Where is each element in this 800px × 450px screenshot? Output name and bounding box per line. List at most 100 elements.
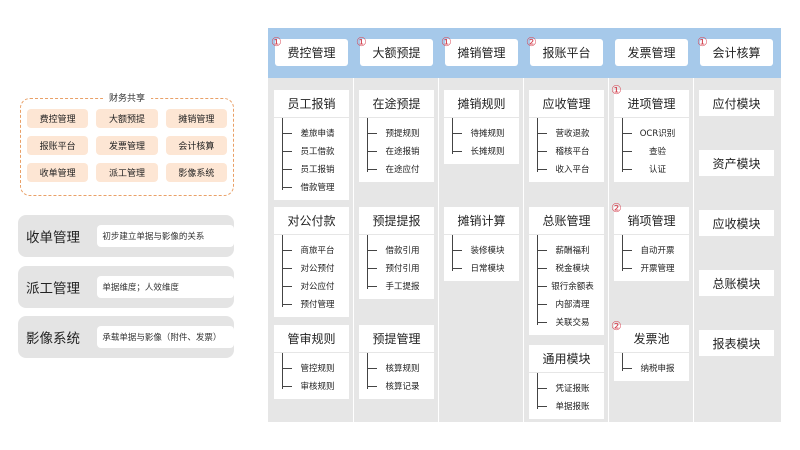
- list-item: 商旅平台: [274, 241, 349, 259]
- card-title: 预提管理: [359, 325, 434, 353]
- card-title: 总账管理: [529, 207, 604, 235]
- column-divider: [693, 78, 694, 422]
- panel-image-system: 影像系统 承载单据与影像（附件、发票）: [18, 316, 234, 358]
- card-title: 发票池: [614, 325, 689, 353]
- shared-finance-grid: 费控管理 大额预提 摊销管理 报账平台 发票管理 会计核算 收单管理 派工管理 …: [27, 109, 227, 182]
- chip-fee-control: 费控管理: [27, 109, 89, 128]
- card-title: 在途预提: [359, 90, 434, 118]
- list-item: 关联交易: [529, 313, 604, 331]
- list-item: 查验: [614, 142, 689, 160]
- chip-receipt-management: 收单管理: [27, 163, 89, 182]
- module-payables: 应付模块: [699, 90, 774, 116]
- card-title: 销项管理: [614, 207, 689, 235]
- list-item: 员工借款: [274, 142, 349, 160]
- column-divider: [523, 78, 524, 422]
- list-item: 审核规则: [274, 377, 349, 395]
- panel-description: 初步建立单据与影像的关系: [97, 225, 234, 247]
- module-general-ledger: 总账模块: [699, 270, 774, 296]
- shared-finance-title: 财务共享: [102, 91, 152, 104]
- panel-title: 派工管理: [26, 281, 80, 297]
- list-item: 核算规则: [359, 359, 434, 377]
- panel-description: 单据维度；人效维度: [97, 276, 234, 298]
- list-item: 自动开票: [614, 241, 689, 259]
- header-amortization: 摊销管理: [445, 39, 518, 66]
- card-title: 预提提报: [359, 207, 434, 235]
- panel-receipt-management: 收单管理 初步建立单据与影像的关系: [18, 215, 234, 257]
- list-item: 凭证报账: [529, 379, 604, 397]
- list-item: 银行余额表: [529, 277, 604, 295]
- card-title: 摊销计算: [444, 207, 519, 235]
- list-item: 在途报销: [359, 142, 434, 160]
- list-item: 预付管理: [274, 295, 349, 313]
- chip-amortization: 摊销管理: [165, 109, 227, 128]
- module-header-band: [268, 28, 781, 78]
- list-item: 员工报销: [274, 160, 349, 178]
- chip-reimbursement-platform: 报账平台: [27, 136, 89, 155]
- shared-finance-box: 财务共享 费控管理 大额预提 摊销管理 报账平台 发票管理 会计核算 收单管理 …: [20, 91, 234, 196]
- list-item: 手工提报: [359, 277, 434, 295]
- list-item: OCR识别: [614, 124, 689, 142]
- chip-dispatch-management: 派工管理: [96, 163, 158, 182]
- module-assets: 资产模块: [699, 150, 774, 176]
- chip-large-accrual: 大额预提: [96, 109, 158, 128]
- list-item: 税金模块: [529, 259, 604, 277]
- priority-badge: ①: [611, 83, 622, 97]
- priority-badge: ②: [611, 201, 622, 215]
- card-title: 对公付款: [274, 207, 349, 235]
- chip-accounting: 会计核算: [165, 136, 227, 155]
- list-item: 薪酬福利: [529, 241, 604, 259]
- card-title: 通用模块: [529, 345, 604, 373]
- card-in-transit-accrual: 在途预提 预提规则 在途报销 在途应付: [359, 90, 434, 182]
- list-item: 日常模块: [444, 259, 519, 277]
- card-general-ledger: 总账管理 薪酬福利 税金模块 银行余额表 内部清理 关联交易: [529, 207, 604, 335]
- list-item: 借款管理: [274, 178, 349, 196]
- module-receivables: 应收模块: [699, 210, 774, 236]
- priority-badge: ①: [441, 35, 452, 49]
- list-item: 借款引用: [359, 241, 434, 259]
- header-invoice-management: 发票管理: [615, 39, 688, 66]
- header-accounting: 会计核算: [700, 39, 773, 66]
- header-fee-control: 费控管理: [275, 39, 348, 66]
- chip-image-system: 影像系统: [165, 163, 227, 182]
- priority-badge: ②: [526, 35, 537, 49]
- list-item: 预提规则: [359, 124, 434, 142]
- list-item: 待摊规则: [444, 124, 519, 142]
- list-item: 纳税申报: [614, 359, 689, 377]
- list-item: 认证: [614, 160, 689, 178]
- list-item: 管控规则: [274, 359, 349, 377]
- list-item: 预付引用: [359, 259, 434, 277]
- panel-description: 承载单据与影像（附件、发票）: [97, 326, 234, 348]
- header-reimbursement-platform: 报账平台: [530, 39, 603, 66]
- card-amortization-calc: 摊销计算 装修模块 日常模块: [444, 207, 519, 281]
- card-title: 员工报销: [274, 90, 349, 118]
- panel-title: 影像系统: [26, 331, 80, 347]
- card-input-invoice: 进项管理 OCR识别 查验 认证: [614, 90, 689, 182]
- card-title: 摊销规则: [444, 90, 519, 118]
- column-divider: [608, 78, 609, 422]
- list-item: 装修模块: [444, 241, 519, 259]
- card-title: 进项管理: [614, 90, 689, 118]
- list-item: 单据报账: [529, 397, 604, 415]
- column-divider: [438, 78, 439, 422]
- panel-title: 收单管理: [26, 230, 80, 246]
- list-item: 对公预付: [274, 259, 349, 277]
- list-item: 收入平台: [529, 160, 604, 178]
- list-item: 内部清理: [529, 295, 604, 313]
- priority-badge: ②: [611, 319, 622, 333]
- card-audit-rules: 管审规则 管控规则 审核规则: [274, 325, 349, 399]
- chip-invoice-management: 发票管理: [96, 136, 158, 155]
- card-accrual-management: 预提管理 核算规则 核算记录: [359, 325, 434, 399]
- card-output-invoice: 销项管理 自动开票 开票管理: [614, 207, 689, 281]
- list-item: 开票管理: [614, 259, 689, 277]
- priority-badge: ①: [697, 35, 708, 49]
- list-item: 核算记录: [359, 377, 434, 395]
- module-reports: 报表模块: [699, 330, 774, 356]
- card-common-module: 通用模块 凭证报账 单据报账: [529, 345, 604, 419]
- priority-badge: ①: [356, 35, 367, 49]
- panel-dispatch-management: 派工管理 单据维度；人效维度: [18, 266, 234, 308]
- card-accrual-report: 预提提报 借款引用 预付引用 手工提报: [359, 207, 434, 299]
- card-receivables: 应收管理 营收退款 稽核平台 收入平台: [529, 90, 604, 182]
- card-title: 应收管理: [529, 90, 604, 118]
- card-invoice-pool: 发票池 纳税申报: [614, 325, 689, 381]
- list-item: 营收退款: [529, 124, 604, 142]
